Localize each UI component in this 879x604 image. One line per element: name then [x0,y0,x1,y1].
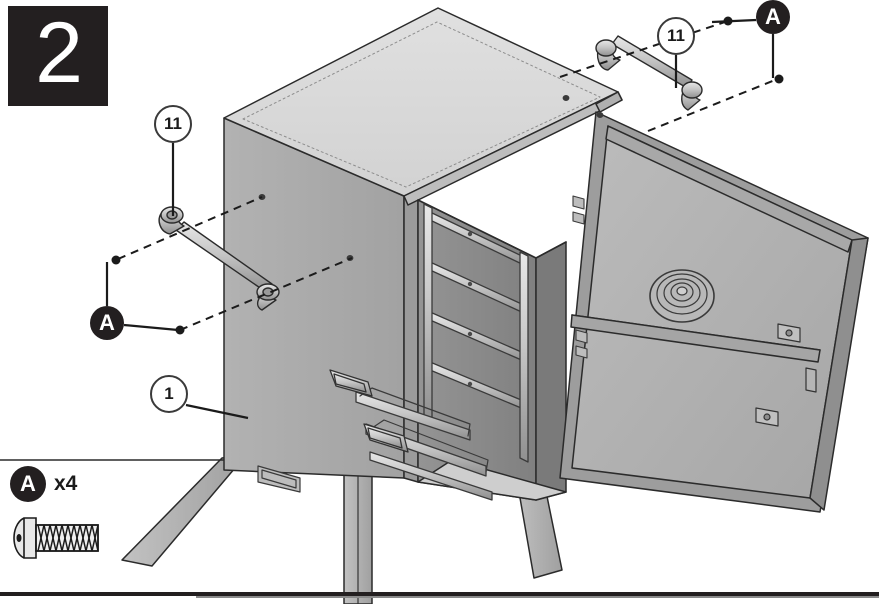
callout-label: A [765,4,781,29]
body-side-brackets [257,465,301,493]
callout-balloon-hardware-a-right: A [756,0,790,34]
callout-label: 11 [667,26,685,45]
hardware-legend: A x4 [10,466,130,576]
leader-lines [105,18,775,420]
leader-dots [111,16,784,335]
footer-rule-primary [0,592,879,596]
mounting-holes-right [562,95,604,118]
step-number-badge: 2 [8,6,108,106]
callout-label: 1 [164,384,174,403]
callout-balloon-part-11-right: 11 [657,17,695,55]
callout-balloon-hardware-a-left: A [90,306,124,340]
callout-balloon-part-11-left: 11 [154,105,192,143]
door-latch-hardware [755,323,817,427]
handle-part-11-right [595,35,703,111]
legend-row-hardware-a: A x4 [10,466,130,502]
legend-quantity: x4 [54,472,78,495]
callout-balloon-part-1: 1 [150,375,188,413]
chamber-door-handles [329,369,409,453]
screw-icon [13,517,99,559]
step-number-text: 2 [35,5,83,101]
callout-label: 11 [164,114,182,133]
footer-rule-secondary [196,596,879,598]
door-damper-dial [649,269,715,323]
smoker-door [559,111,869,513]
legend-screw-illustration [10,508,130,573]
legend-hardware-badge: A [10,466,46,502]
assembly-dashed-lines [117,20,781,331]
legend-hardware-label: A [20,471,36,496]
door-hinges [572,195,588,359]
callout-label: A [99,310,115,335]
